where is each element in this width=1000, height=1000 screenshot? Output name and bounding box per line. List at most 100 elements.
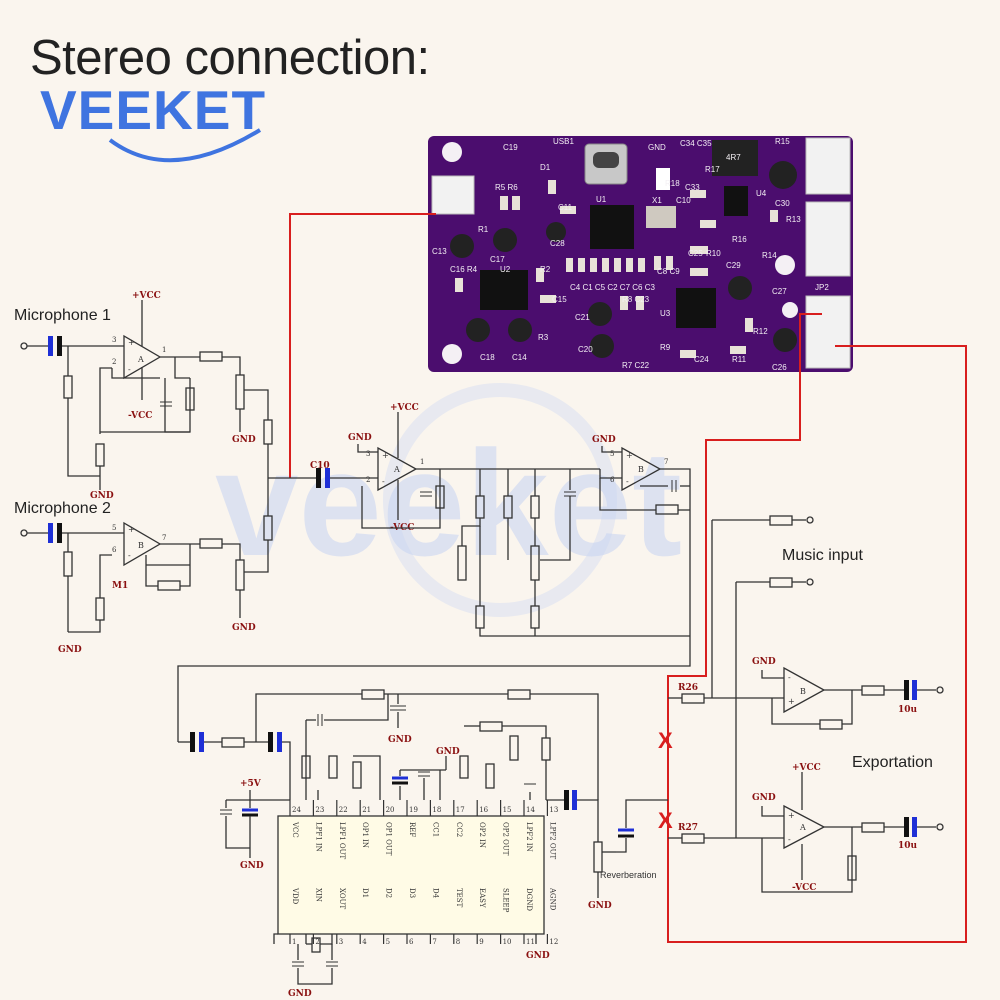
pcb-label: USB1	[553, 137, 574, 146]
pcb-label: C18	[480, 353, 495, 362]
svg-text:1: 1	[420, 458, 424, 466]
brand-swoosh	[108, 128, 262, 163]
svg-text:-: -	[382, 477, 385, 486]
gnd-label: GND	[526, 951, 550, 961]
opamp-label: A	[393, 465, 400, 474]
ic-pin-name: D4	[431, 888, 439, 899]
svg-text:+: +	[382, 451, 389, 460]
gnd-label: GND	[436, 747, 460, 757]
svg-text:5: 5	[112, 524, 116, 532]
svg-text:3: 3	[366, 450, 370, 458]
pcb-label: R10	[706, 249, 721, 258]
gnd-label: GND	[752, 657, 776, 667]
pcb-label: C4 C1 C5 C2 C7 C6 C3	[570, 283, 655, 292]
svg-text:-: -	[128, 551, 131, 560]
exportation-label: Exportation	[852, 754, 933, 771]
component-label: 10u	[898, 841, 918, 851]
red-connection-wires: X X	[289, 213, 967, 943]
ic-pin-number: 18	[432, 806, 441, 814]
pcb-label: R3	[538, 333, 549, 342]
gnd-label: GND	[752, 793, 776, 803]
mic2-label: Microphone 2	[14, 500, 111, 517]
svg-text:7: 7	[162, 534, 166, 542]
disconnect-mark: X	[658, 728, 673, 753]
ic-pin-name: D1	[361, 888, 369, 898]
svg-text:5: 5	[610, 450, 614, 458]
pcb-label: R14	[762, 251, 777, 260]
mixer-stage: C10 +- A 321 +VCC -VCC GND +-	[177, 403, 691, 742]
vcc-label: +VCC	[390, 403, 419, 413]
opamp-label: A	[137, 355, 144, 364]
pcb-label: C26	[772, 363, 787, 372]
ic-pin-name: D3	[408, 888, 416, 898]
ic-pin-name: LPF2 IN	[525, 822, 533, 852]
pcb-label: C28	[550, 239, 565, 248]
ic-pin-name: XIN	[314, 888, 322, 902]
svg-text:6: 6	[112, 546, 117, 554]
ic-pin-number: 2	[315, 938, 319, 946]
svg-text:+: +	[626, 451, 633, 460]
ic-pin-number: 15	[503, 806, 512, 814]
pcb-label: X1	[652, 196, 662, 205]
pcb-label: C33	[685, 183, 700, 192]
ic-pin-number: 17	[456, 806, 465, 814]
svg-text:-: -	[128, 365, 131, 374]
opamp-label: B	[800, 687, 806, 696]
ic-pin-number: 24	[292, 806, 301, 814]
ic-pin-number: 1	[292, 938, 296, 946]
gnd-label: GND	[90, 491, 114, 501]
gnd-label: GND	[240, 861, 264, 871]
svg-text:+: +	[128, 525, 135, 534]
pcb-label: R17	[705, 165, 720, 174]
pcb-label: C30	[775, 199, 790, 208]
svg-text:-: -	[626, 477, 629, 486]
pcb-label: JP2	[815, 283, 829, 292]
mic1-label: Microphone 1	[14, 307, 111, 324]
gnd-label: GND	[232, 623, 256, 633]
pcb-label: C13	[432, 247, 447, 256]
vcc-label: +VCC	[132, 291, 161, 301]
gnd-label: GND	[388, 735, 412, 745]
ic-pin-name: D2	[385, 888, 393, 898]
page-title: Stereo connection:	[30, 31, 430, 85]
pcb-label: R5 R6	[495, 183, 518, 192]
pcb-label: R15	[775, 137, 790, 146]
pcb-label: R12	[753, 327, 768, 336]
pcb-label: R11	[732, 355, 747, 364]
ic-pin-number: 12	[549, 938, 558, 946]
ic-pin-number: 14	[526, 806, 535, 814]
svg-text:6: 6	[610, 476, 615, 484]
disconnect-mark: X	[658, 808, 673, 833]
pcb-board: USB1 GND C34 C35 4R7 R15 C19 D1 R18 C33 …	[428, 136, 853, 372]
ic-pin-number: 6	[409, 938, 414, 946]
component-label: R26	[678, 683, 698, 693]
svg-text:+: +	[128, 338, 135, 347]
ic-pin-name: VCC	[291, 821, 299, 838]
ic-pin-number: 11	[526, 938, 535, 946]
svg-text:2: 2	[366, 476, 370, 484]
mic1-stage: Microphone 1 +- A 321 +VCC -VCC GND GND	[14, 291, 273, 516]
pcb-label: R1	[478, 225, 489, 234]
opamp-label: B	[138, 541, 144, 550]
opamp-label: B	[638, 465, 644, 474]
ic-pin-name: OP1 OUT	[385, 822, 393, 856]
ic-pin-number: 13	[549, 806, 558, 814]
ic-pin-name: LPF1 OUT	[338, 822, 346, 860]
pcb-label: R18	[665, 179, 680, 188]
mic2-stage: Microphone 2 GND + - B 5 6 7 M1 GND	[14, 500, 273, 655]
pcb-label: R8 C23	[622, 295, 650, 304]
gnd-label: GND	[58, 645, 82, 655]
component-label: C10	[310, 461, 330, 471]
component-label: M1	[112, 581, 128, 591]
pcb-label: C14	[512, 353, 527, 362]
ic-pin-number: 4	[362, 938, 367, 946]
ic-pin-name: LPF1 IN	[314, 822, 322, 852]
ic-pin-name: LPF2 OUT	[548, 822, 556, 860]
component-label: R27	[678, 823, 698, 833]
svg-text:1: 1	[162, 346, 166, 354]
pcb-label: C25	[688, 249, 703, 258]
gnd-label: GND	[288, 989, 312, 999]
ic-pin-number: 5	[386, 938, 390, 946]
